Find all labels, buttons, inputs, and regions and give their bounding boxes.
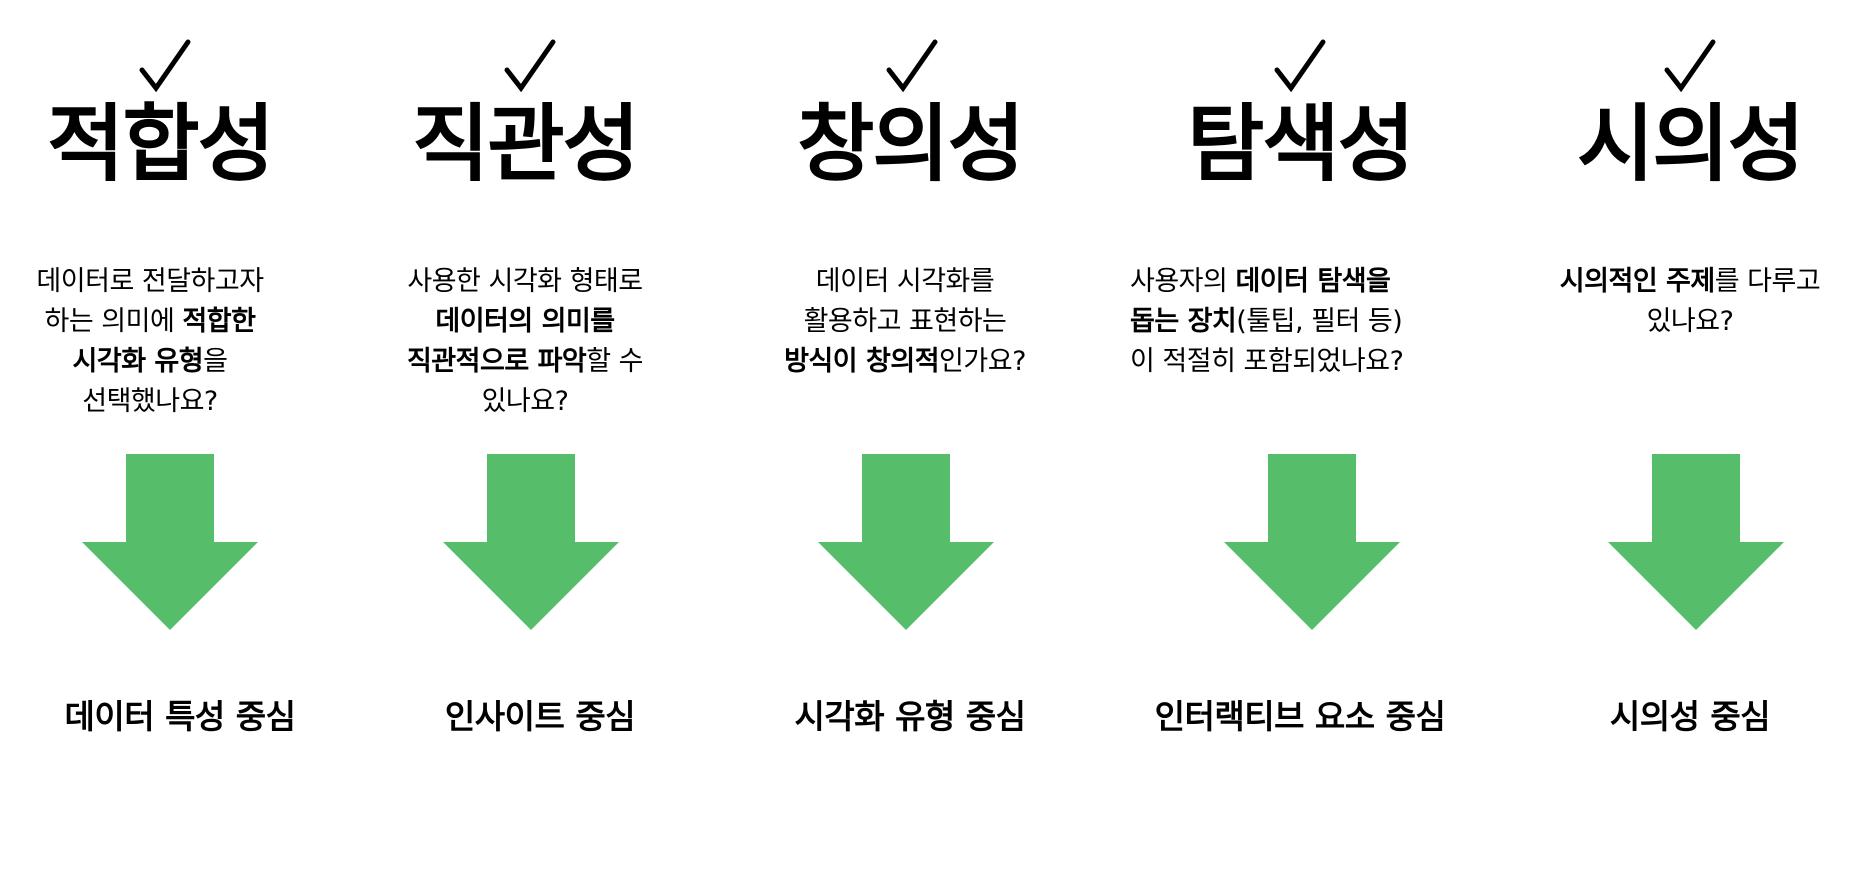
- criterion-focus-label: 데이터 특성 중심: [64, 697, 297, 736]
- description-line: 하는 의미에 적합한: [0, 302, 300, 342]
- description-text: 데이터로 전달하고자: [36, 266, 264, 297]
- criterion-title: 탐색성: [1187, 95, 1415, 193]
- description-line: 돕는 장치(툴팁, 필터 등): [1130, 302, 1450, 342]
- description-text: 이 적절히 포함되었나요?: [1130, 346, 1404, 377]
- description-line: 활용하고 표현하는: [755, 302, 1055, 342]
- description-line: 선택했나요?: [0, 382, 300, 422]
- arrow-shape: [82, 454, 258, 630]
- description-line: 데이터 시각화를: [755, 262, 1055, 302]
- description-text: 할 수: [586, 346, 644, 377]
- description-emphasis: 시각화 유형: [72, 346, 204, 377]
- description-text: 을: [203, 346, 228, 377]
- description-text: 있나요?: [481, 386, 569, 417]
- description-text: 활용하고 표현하는: [803, 306, 1007, 337]
- description-line: 시의적인 주제를 다루고: [1530, 262, 1850, 302]
- description-emphasis: 데이터의 의미를: [435, 306, 615, 337]
- description-text: 사용한 시각화 형태로: [407, 266, 643, 297]
- down-arrow-icon: [82, 454, 258, 630]
- description-text: 인가요?: [939, 346, 1026, 377]
- description-text: 데이터 시각화를: [815, 266, 995, 297]
- description-line: 사용한 시각화 형태로: [375, 262, 675, 302]
- check-mark-icon: [138, 38, 194, 98]
- description-line: 데이터로 전달하고자: [0, 262, 300, 302]
- description-emphasis: 시의적인 주제: [1559, 266, 1715, 297]
- description-line: 데이터의 의미를: [375, 302, 675, 342]
- criterion-title: 시의성: [1577, 95, 1805, 193]
- description-line: 이 적절히 포함되었나요?: [1130, 342, 1450, 382]
- down-arrow-icon: [1608, 454, 1784, 630]
- description-text: (툴팁, 필터 등): [1236, 306, 1403, 337]
- down-arrow-icon: [1224, 454, 1400, 630]
- criterion-title: 창의성: [797, 95, 1025, 193]
- check-mark-icon: [503, 38, 559, 98]
- description-emphasis: 적합한: [182, 306, 256, 337]
- check-mark-icon: [1273, 38, 1329, 98]
- description-text: 있나요?: [1646, 306, 1734, 337]
- description-text: 사용자의: [1130, 266, 1236, 297]
- description-text: 를 다루고: [1714, 266, 1821, 297]
- description-text: 하는 의미에: [44, 306, 183, 337]
- description-text: 선택했나요?: [82, 386, 218, 417]
- description-emphasis: 직관적으로 파악: [406, 346, 587, 377]
- arrow-shape: [1608, 454, 1784, 630]
- description-emphasis: 데이터 탐색을: [1235, 266, 1391, 297]
- description-emphasis: 돕는 장치: [1130, 306, 1237, 337]
- check-mark-icon: [1663, 38, 1719, 98]
- arrow-shape: [1224, 454, 1400, 630]
- criterion-title: 직관성: [412, 95, 640, 193]
- check-mark-icon: [885, 38, 941, 98]
- description-line: 직관적으로 파악할 수: [375, 342, 675, 382]
- description-line: 있나요?: [1530, 302, 1850, 342]
- description-line: 있나요?: [375, 382, 675, 422]
- description-line: 사용자의 데이터 탐색을: [1130, 262, 1450, 302]
- arrow-shape: [443, 454, 619, 630]
- down-arrow-icon: [818, 454, 994, 630]
- description-line: 방식이 창의적인가요?: [755, 342, 1055, 382]
- criterion-focus-label: 시각화 유형 중심: [794, 697, 1027, 736]
- arrow-shape: [818, 454, 994, 630]
- description-line: 시각화 유형을: [0, 342, 300, 382]
- description-emphasis: 방식이 창의적: [784, 346, 940, 377]
- down-arrow-icon: [443, 454, 619, 630]
- criterion-title: 적합성: [47, 95, 275, 193]
- criterion-focus-label: 인사이트 중심: [444, 697, 636, 736]
- criterion-focus-label: 시의성 중심: [1609, 697, 1771, 736]
- criterion-focus-label: 인터랙티브 요소 중심: [1154, 697, 1446, 736]
